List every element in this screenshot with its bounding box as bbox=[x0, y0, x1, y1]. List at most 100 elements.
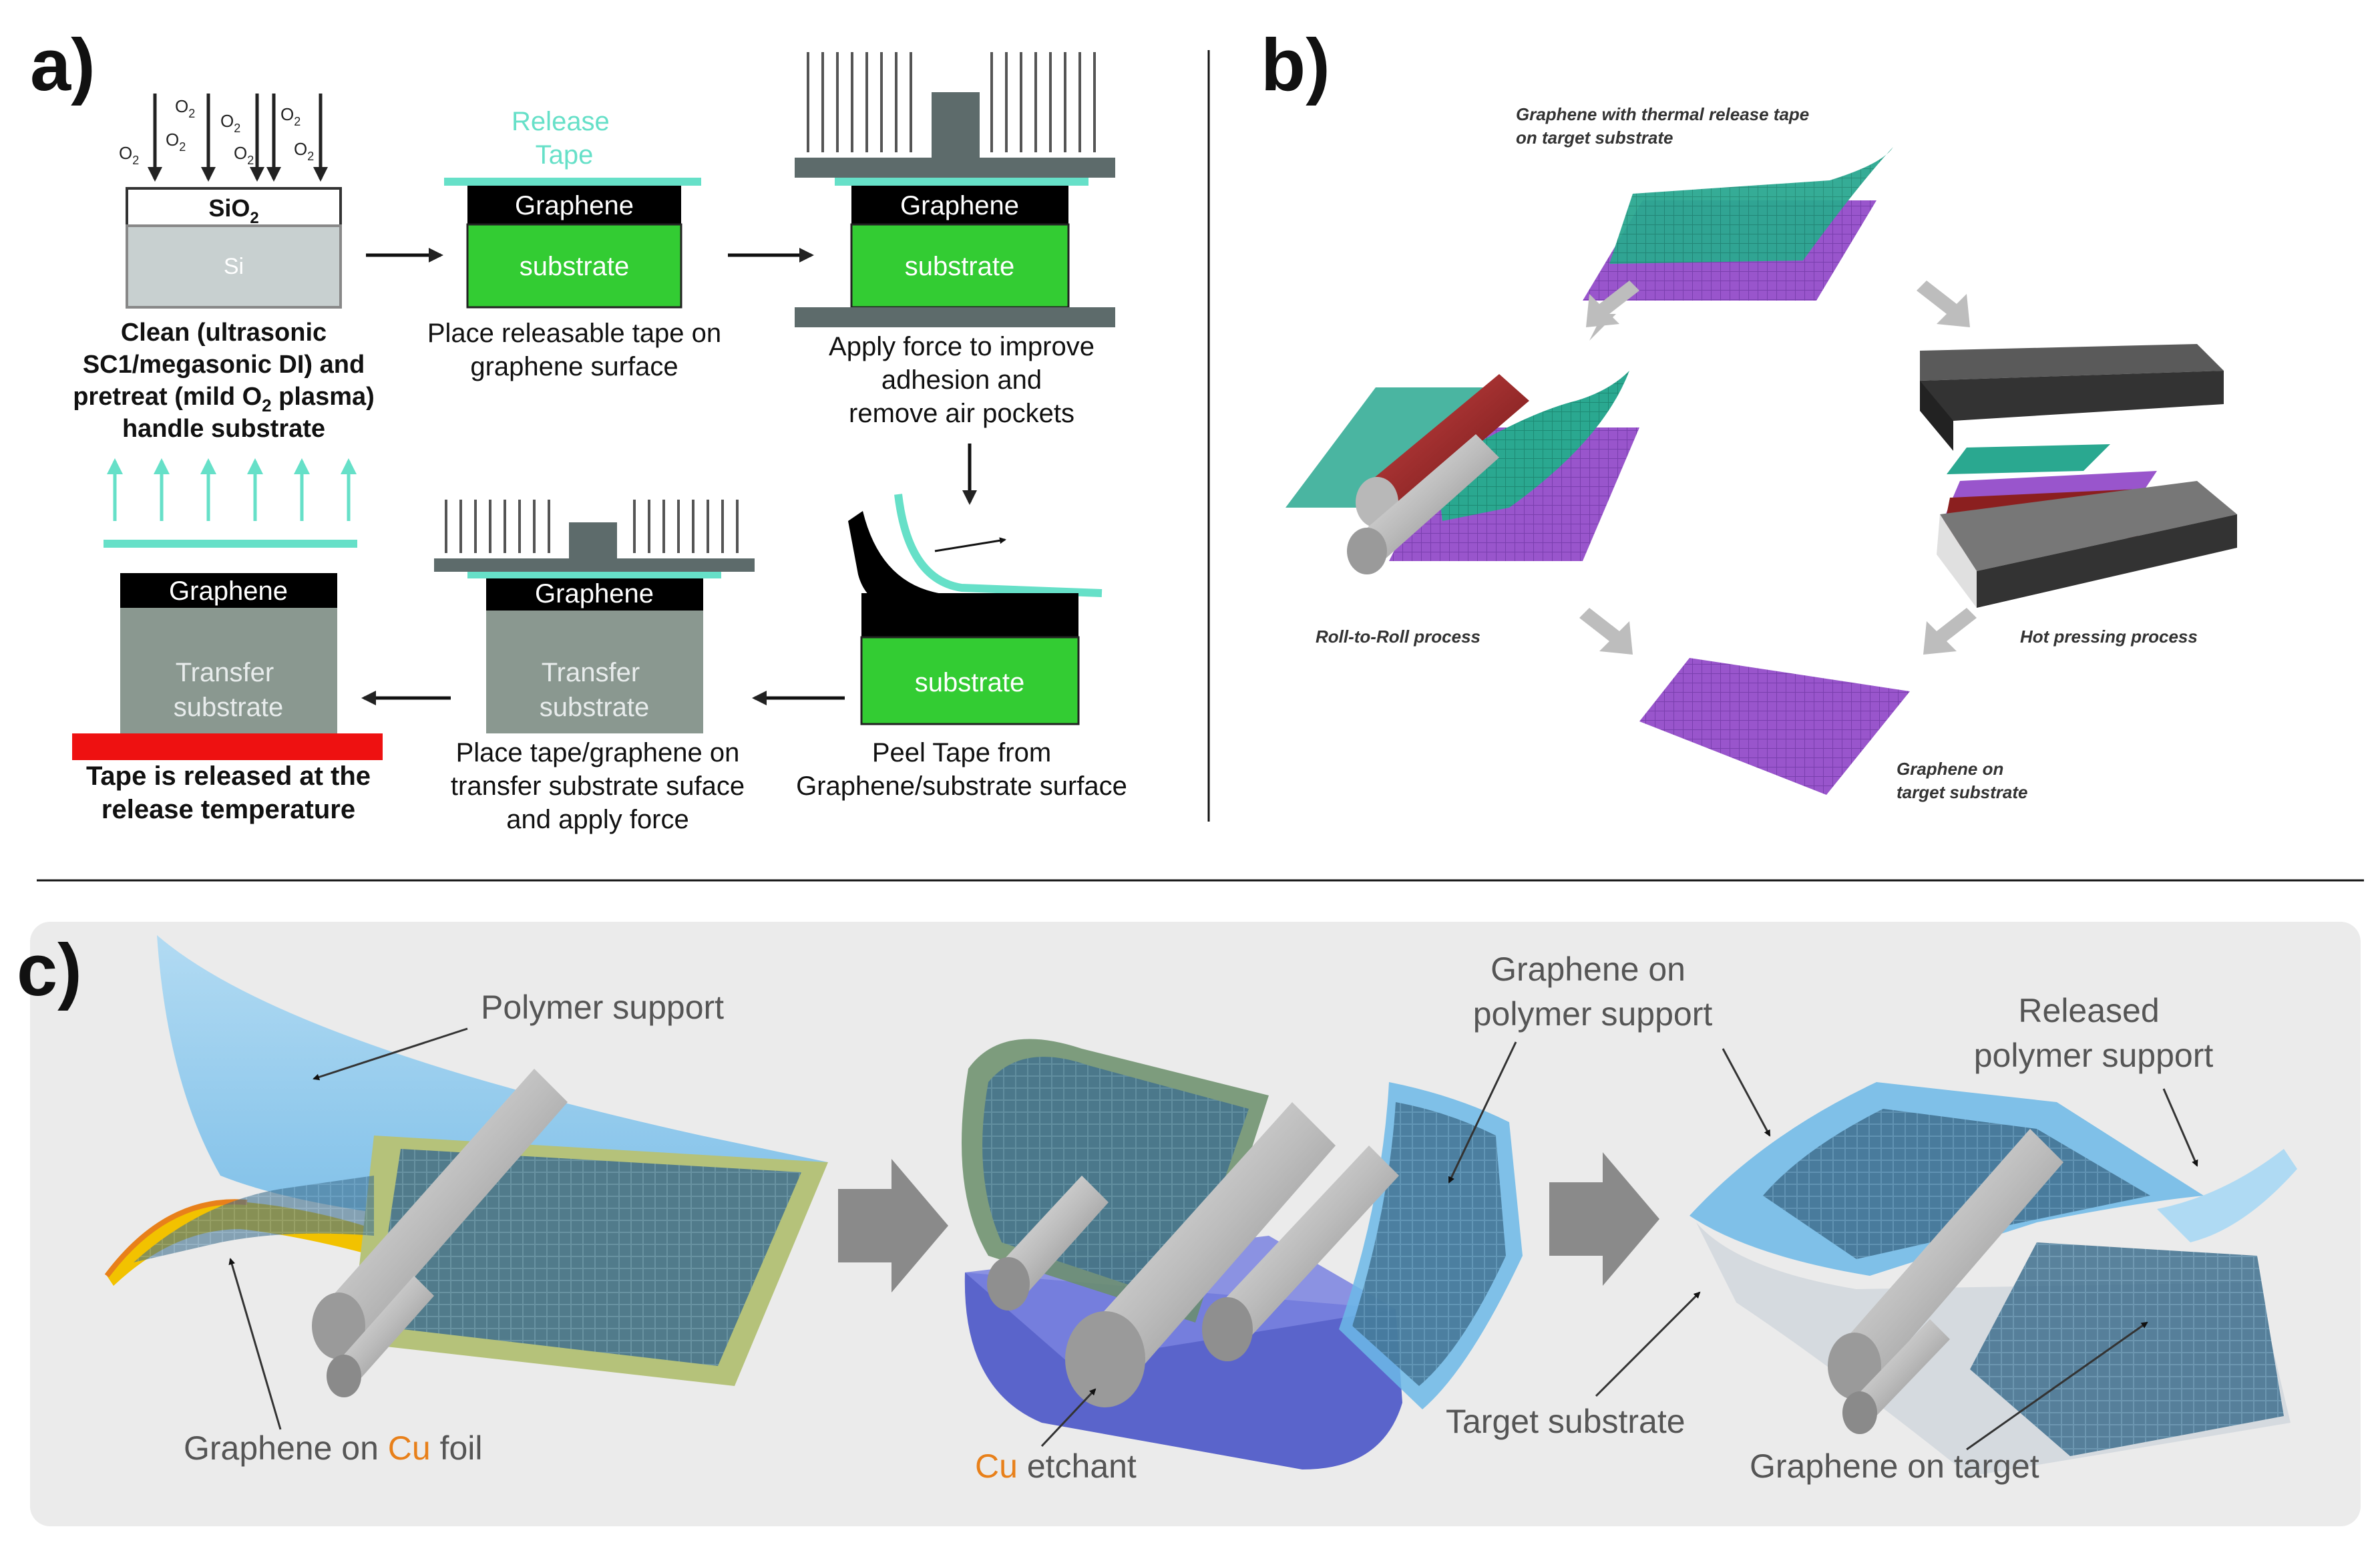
released-polymer-pointer bbox=[1722, 1048, 1771, 1137]
step2-caption: Place releasable tape on graphene surfac… bbox=[427, 319, 721, 381]
result-caption: Graphene on target substrate bbox=[1897, 759, 2028, 802]
svg-text:O2: O2 bbox=[280, 104, 301, 128]
svg-text:O2: O2 bbox=[234, 143, 254, 167]
graphene-label-3: Graphene bbox=[900, 191, 1019, 220]
polymer-support-label: Polymer support bbox=[481, 989, 724, 1026]
si-layer bbox=[126, 224, 342, 309]
substrate-2 bbox=[466, 223, 682, 309]
o2-molecules: O2 O2 O2 O2 O2 O2 O2 bbox=[119, 96, 314, 167]
svg-text:O2: O2 bbox=[175, 96, 195, 120]
step3-caption: Apply force to improve adhesion and remo… bbox=[829, 332, 1095, 428]
substrate-label-3: substrate bbox=[905, 252, 1015, 281]
roll-label: Roll-to-Roll process bbox=[1316, 627, 1480, 647]
svg-text:Peel Tape from: Peel Tape from bbox=[872, 738, 1051, 767]
substrate-4 bbox=[860, 636, 1080, 725]
svg-text:pretreat (mild O2 plasma): pretreat (mild O2 plasma) bbox=[73, 383, 375, 415]
transfer-substrate-label-6: Transfer substrate bbox=[174, 658, 284, 722]
graphene-on-cu-pointer bbox=[228, 1258, 282, 1430]
graphene-polymer-label: Graphene on polymer support bbox=[1473, 950, 1713, 1033]
o2-plasma-arrows bbox=[148, 94, 328, 182]
release-tape-2 bbox=[444, 178, 701, 186]
top-thermal-tape bbox=[1609, 147, 1893, 264]
release-tape-3 bbox=[835, 178, 1088, 186]
released-polymer-label: Released polymer support bbox=[1974, 992, 2214, 1074]
svg-text:handle substrate: handle substrate bbox=[122, 415, 325, 443]
graphene-on-target-sheet bbox=[1970, 1242, 2284, 1456]
roller-c2-left bbox=[987, 1176, 1109, 1311]
peeled-graphene bbox=[848, 511, 1075, 613]
graphene-pre-roll bbox=[134, 1176, 374, 1262]
arrow-to-roll bbox=[1586, 281, 1639, 327]
svg-text:graphene surface: graphene surface bbox=[470, 352, 678, 381]
graphene-layer-3 bbox=[851, 186, 1068, 224]
roller-c1-top bbox=[312, 1069, 568, 1359]
graphene-residual-4 bbox=[861, 593, 1078, 637]
released-tape-6 bbox=[104, 540, 357, 548]
substrate-label-4: substrate bbox=[915, 668, 1025, 697]
panel-b: b) Graphene with thermal release tape on… bbox=[1261, 24, 2237, 802]
graphene-on-cu-inner bbox=[374, 1149, 801, 1366]
released-polymer-pointer-2 bbox=[2162, 1088, 2198, 1167]
roller-c2-main bbox=[1065, 1102, 1336, 1407]
panel-c-label: c) bbox=[17, 929, 82, 1011]
press-plate-top-3 bbox=[795, 158, 1115, 178]
graphene-layer-6 bbox=[120, 573, 337, 608]
step1-caption: Clean (ultrasonic SC1/megasonic DI) and … bbox=[73, 319, 375, 443]
roller-c2-right bbox=[1202, 1146, 1399, 1361]
release-tape-label: Release Tape bbox=[512, 107, 617, 170]
svg-text:Graphene/substrate surface: Graphene/substrate surface bbox=[796, 771, 1127, 801]
cu-etchant-label: Cu etchant bbox=[975, 1447, 1137, 1485]
process-arrow-1 bbox=[838, 1159, 948, 1292]
graphene-on-cu-label: Graphene on Cu foil bbox=[184, 1429, 483, 1467]
result-sheet bbox=[1639, 658, 1910, 795]
hot-press-top bbox=[1920, 344, 2224, 451]
target-substrate-pointer bbox=[1595, 1291, 1701, 1397]
arrow-from-press bbox=[1923, 608, 1977, 655]
top-caption: Graphene with thermal release tape on ta… bbox=[1516, 104, 1814, 148]
graphene-label-6: Graphene bbox=[169, 576, 288, 606]
press-arrows-5 bbox=[445, 500, 739, 553]
graphene-on-target-pointer bbox=[1966, 1321, 2148, 1451]
transfer-substrate-6 bbox=[120, 608, 337, 733]
graphene-on-target-label: Graphene on target bbox=[1750, 1447, 2039, 1485]
heater-6 bbox=[72, 733, 383, 760]
panel-b-label: b) bbox=[1261, 24, 1330, 106]
arrow-from-roll bbox=[1579, 608, 1633, 655]
svg-text:adhesion and: adhesion and bbox=[881, 365, 1042, 395]
cu-foil-edge bbox=[104, 1199, 248, 1278]
svg-text:and apply force: and apply force bbox=[506, 805, 689, 834]
peel-direction-arrow bbox=[934, 537, 1006, 552]
roller-c3-top bbox=[1828, 1129, 2063, 1399]
released-polymer-tail bbox=[2157, 1149, 2297, 1242]
step4-caption: Peel Tape from Graphene/substrate surfac… bbox=[796, 738, 1127, 801]
arrow-to-press bbox=[1917, 281, 1970, 327]
press-arrows-3 bbox=[807, 52, 1096, 152]
roller-gray bbox=[1347, 434, 1499, 574]
release-tape-5 bbox=[467, 572, 721, 578]
press-teal bbox=[1947, 444, 2110, 474]
svg-text:O2: O2 bbox=[166, 130, 186, 154]
polymer-support-pointer bbox=[313, 1027, 468, 1081]
target-substrate-label: Target substrate bbox=[1446, 1403, 1685, 1440]
svg-text:Place releasable tape on: Place releasable tape on bbox=[427, 319, 721, 348]
step5-caption: Place tape/graphene on transfer substrat… bbox=[451, 738, 745, 834]
roller-c1-bottom bbox=[327, 1276, 434, 1397]
graphene-polymer-pointer bbox=[1448, 1041, 1517, 1184]
svg-text:transfer substrate suface: transfer substrate suface bbox=[451, 771, 745, 801]
roll-teal-peel bbox=[1436, 371, 1629, 521]
substrate-3 bbox=[850, 223, 1070, 309]
svg-text:O2: O2 bbox=[294, 139, 314, 163]
press-label: Hot pressing process bbox=[2020, 627, 2198, 647]
transfer-substrate-5 bbox=[486, 611, 703, 733]
step6-caption: Tape is released at the release temperat… bbox=[86, 761, 371, 824]
graphene-polymer-3 bbox=[1763, 1109, 2150, 1259]
transfer-substrate-label-5: Transfer substrate bbox=[540, 658, 650, 722]
peeled-tape bbox=[894, 494, 1103, 597]
press-stem-3 bbox=[932, 92, 980, 159]
hot-press-bottom bbox=[1937, 481, 2237, 608]
panel-a: a) O2 O2 O2 O2 O2 O2 O2 SiO2 Si Clean (u… bbox=[30, 24, 1127, 834]
release-up-arrows bbox=[107, 458, 357, 521]
process-arrow-2 bbox=[1549, 1152, 1659, 1286]
svg-text:O2: O2 bbox=[119, 143, 139, 167]
